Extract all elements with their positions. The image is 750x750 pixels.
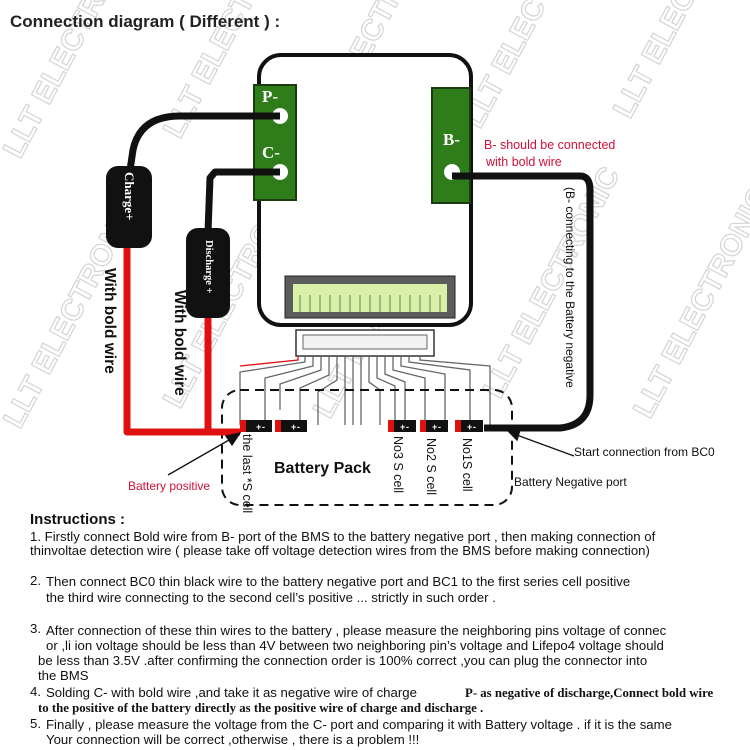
svg-text:+: + xyxy=(291,422,296,432)
svg-text:+: + xyxy=(432,422,437,432)
pin-label-c: C- xyxy=(262,143,280,162)
instructions-heading: Instructions : xyxy=(30,511,126,528)
cell-no1-label: No1S cell xyxy=(460,438,474,492)
instruction-5-line1: Finally , please measure the voltage fro… xyxy=(46,717,672,732)
charge-fuse xyxy=(106,166,152,248)
charge-positive-wire xyxy=(123,240,240,436)
instruction-4-line2: to the positive of the battery directly … xyxy=(38,701,484,715)
svg-text:+: + xyxy=(467,422,472,432)
instruction-1-line1: 1. Firstly connect Bold wire from B- por… xyxy=(30,529,656,544)
b-connect-note: (B- connecting to the Battery negative xyxy=(563,187,577,388)
instruction-4-line1a: Solding C- with bold wire ,and take it a… xyxy=(46,685,417,700)
battery-pack-label: Battery Pack xyxy=(274,460,371,477)
pc-terminal-strip xyxy=(253,84,297,201)
instruction-3-line1: After connection of these thin wires to … xyxy=(46,623,667,638)
b-terminal xyxy=(431,87,471,204)
b-note-line2: with bold wire xyxy=(486,155,562,169)
cell-no2-label: No2 S cell xyxy=(424,438,438,495)
connector-pins-board xyxy=(299,295,441,312)
instruction-3-line3: be less than 3.5V .after confirming the … xyxy=(38,653,648,668)
connection-diagram: +- +- +- +- +- xyxy=(106,53,594,506)
cell-no3-label: No3 S cell xyxy=(391,436,405,493)
charge-negative-wire xyxy=(126,112,280,171)
cell-2 xyxy=(275,420,307,432)
svg-text:-: - xyxy=(438,422,441,432)
battery-negative-port-label: Battery Negative port xyxy=(514,475,627,489)
svg-text:-: - xyxy=(406,422,409,432)
cell-no2 xyxy=(420,420,448,432)
svg-text:+: + xyxy=(400,422,405,432)
instruction-5-line2: Your connection will be correct ,otherwi… xyxy=(46,732,420,747)
b-note-line1: B- should be connected xyxy=(484,138,616,152)
discharge-fuse-label: Discharge + xyxy=(203,240,214,294)
cell-no1 xyxy=(455,420,483,432)
charge-fuse-label: Charge+ xyxy=(122,172,137,221)
instruction-3-line4: the BMS xyxy=(38,668,89,683)
cell-no3 xyxy=(388,420,416,432)
instruction-4-number: 4. xyxy=(30,684,41,699)
bold-wire-label-1: With bold wire xyxy=(101,268,118,374)
cell-last-label: the last *S cell xyxy=(240,434,254,514)
svg-text:-: - xyxy=(297,422,300,432)
instruction-2-number: 2. xyxy=(30,573,41,588)
cell-last xyxy=(240,420,272,432)
cells xyxy=(240,420,483,432)
instruction-2-line1: Then connect BC0 thin black wire to the … xyxy=(46,574,631,589)
sense-wires xyxy=(239,356,491,425)
svg-text:-: - xyxy=(473,422,476,432)
battery-positive-label: Battery positive xyxy=(128,479,211,493)
pin-label-p: P- xyxy=(262,87,279,106)
instruction-2-line2: the third wire connecting to the second … xyxy=(46,590,496,605)
svg-text:+: + xyxy=(256,422,261,432)
bold-wire-label-2: With bold wire xyxy=(171,290,188,396)
instruction-3-number: 3. xyxy=(30,621,41,636)
start-connection-label: Start connection from BC0 xyxy=(574,445,715,459)
instruction-5-number: 5. xyxy=(30,716,41,731)
pin-label-b: B- xyxy=(443,130,460,149)
discharge-negative-wire xyxy=(204,168,280,233)
battery-pack-outline xyxy=(221,389,513,506)
instruction-1-line2: thinvoltae detection wire ( please take … xyxy=(30,543,650,558)
b-minus-wire xyxy=(452,172,594,432)
instruction-4-line1b: P- as negative of discharge,Connect bold… xyxy=(465,686,714,700)
discharge-fuse xyxy=(186,228,230,318)
annotation-arrows xyxy=(167,429,575,476)
svg-text:-: - xyxy=(262,422,265,432)
page-title: Connection diagram ( Different ) : xyxy=(10,12,281,31)
instruction-3-line2: or ,li ion voltage should be less than 4… xyxy=(46,638,664,653)
